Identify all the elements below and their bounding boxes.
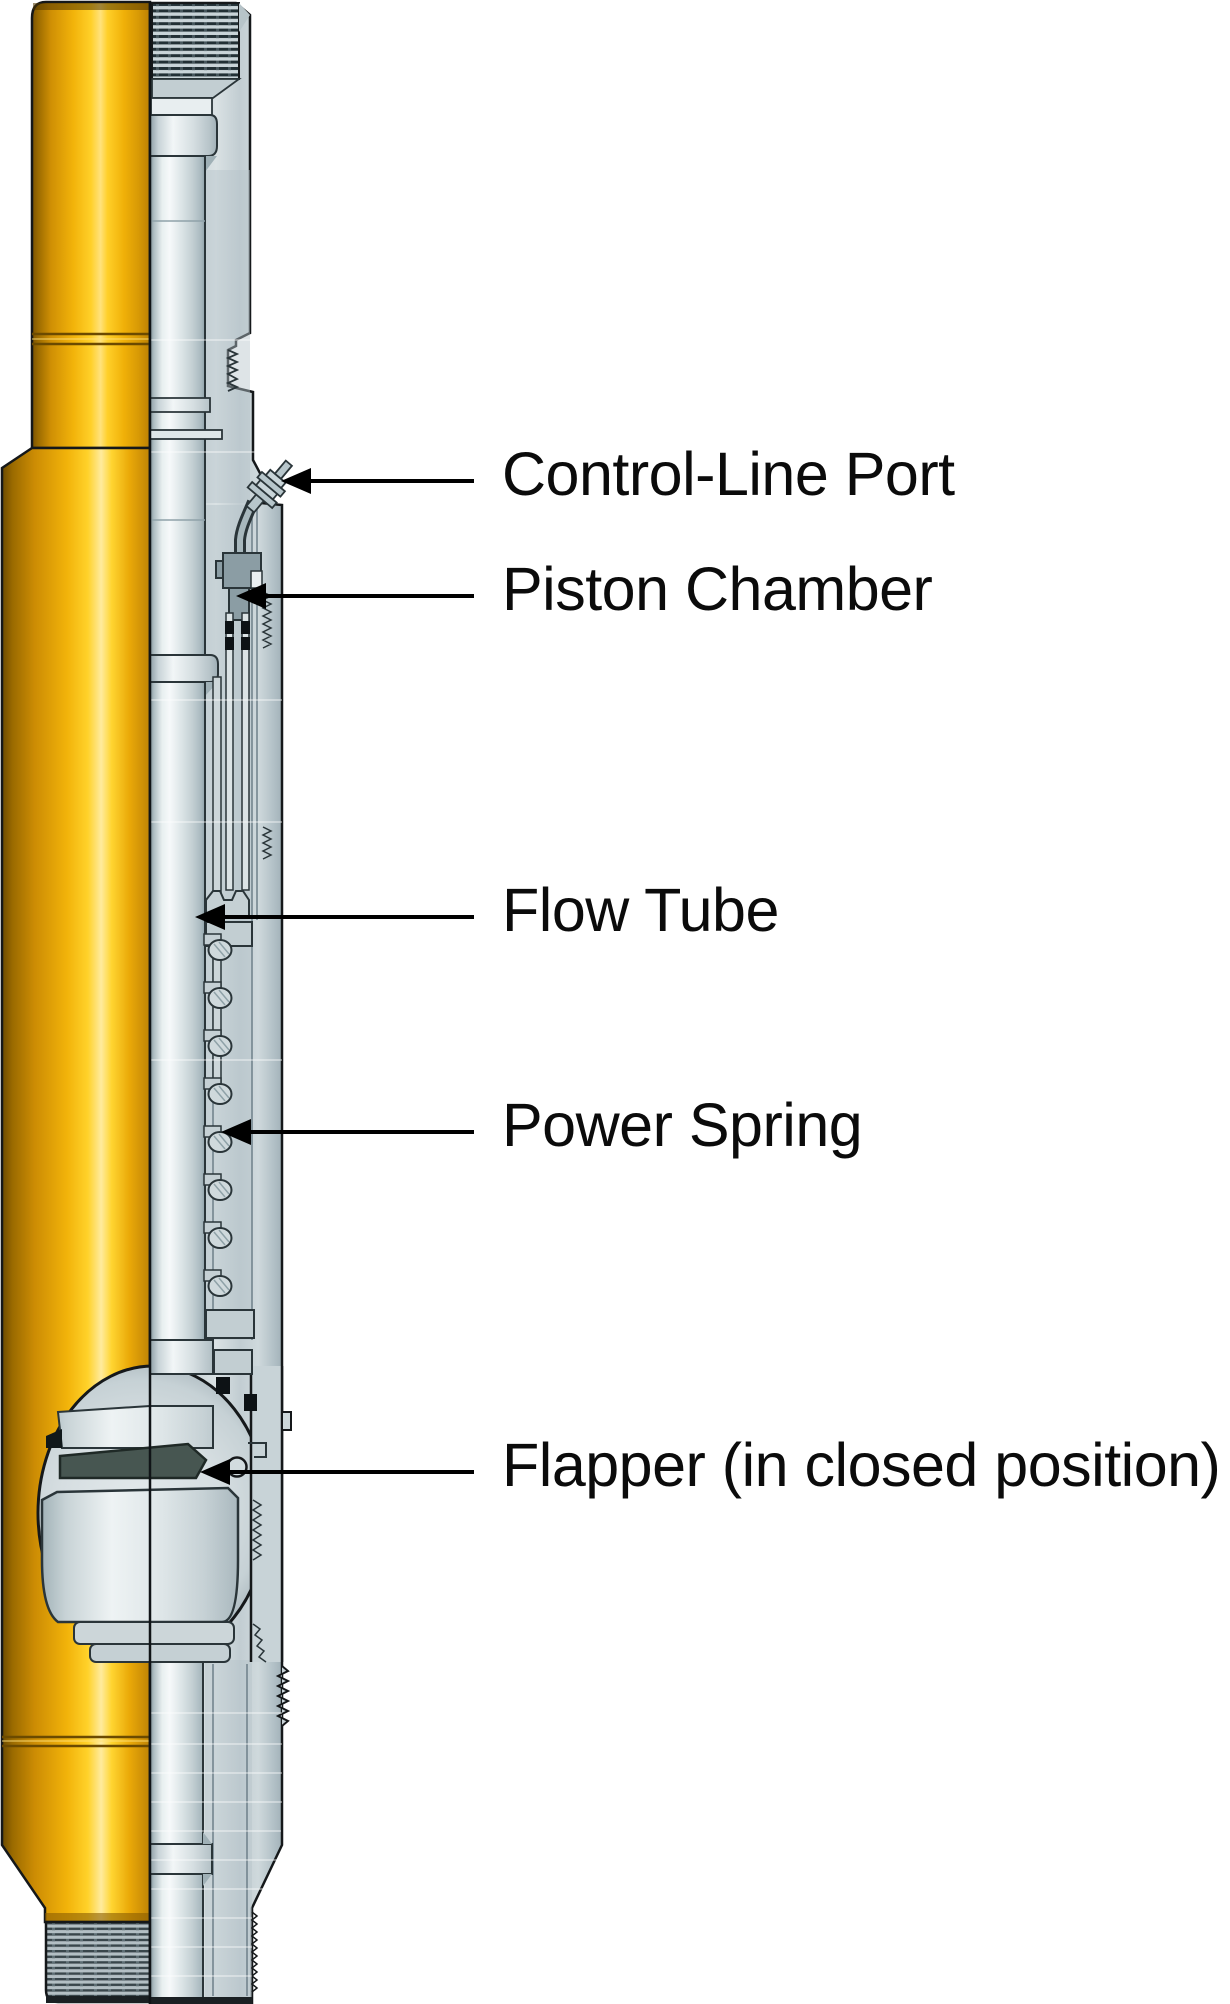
- spring-coil: [203, 933, 233, 961]
- label-power-spring: Power Spring: [502, 1091, 863, 1159]
- connector-threads-upper: [225, 349, 240, 392]
- power-spring-coils: [203, 921, 255, 1339]
- leader-arrow-control-line-port: [281, 468, 474, 494]
- bottom-pin-threads: [44, 1920, 152, 2004]
- spring-coil: [203, 1077, 233, 1105]
- top-threads: [151, 2, 250, 80]
- label-piston-chamber: Piston Chamber: [502, 555, 933, 623]
- spring-coil: [203, 981, 233, 1009]
- connector-threads-lower: [275, 1665, 291, 1727]
- hinge-cover-flange: [281, 1411, 292, 1431]
- spring-coil: [203, 1173, 233, 1201]
- fin-flange: [149, 429, 223, 440]
- label-flapper: Flapper (in closed position): [502, 1431, 1221, 1499]
- lower-seat: [40, 1486, 240, 1624]
- control-line-port-fitting: [245, 459, 294, 514]
- spring-coil: [203, 1221, 233, 1249]
- shine-lines: [150, 339, 282, 1977]
- label-control-line-port: Control-Line Port: [502, 440, 955, 508]
- label-flow-tube: Flow Tube: [502, 876, 779, 944]
- spring-coil: [203, 1029, 233, 1057]
- flapper-plate: [58, 1442, 208, 1480]
- leader-arrow-flapper: [200, 1459, 474, 1485]
- rod-seals: [225, 621, 250, 650]
- flapper-chamber: [36, 1339, 292, 1663]
- control-line-and-piston: [205, 459, 294, 1086]
- leader-arrow-flow-tube: [195, 904, 474, 930]
- upper-seat: [56, 1405, 214, 1449]
- inner-mandrel: [149, 155, 252, 2004]
- spring-coil: [203, 1125, 233, 1153]
- leader-arrows: [195, 468, 474, 1485]
- spring-coil: [203, 1269, 233, 1297]
- seat-seal: [46, 1429, 62, 1448]
- leader-arrow-piston-chamber: [236, 583, 474, 609]
- piston-chamber-block: [215, 552, 263, 621]
- leader-arrow-power-spring: [221, 1119, 474, 1145]
